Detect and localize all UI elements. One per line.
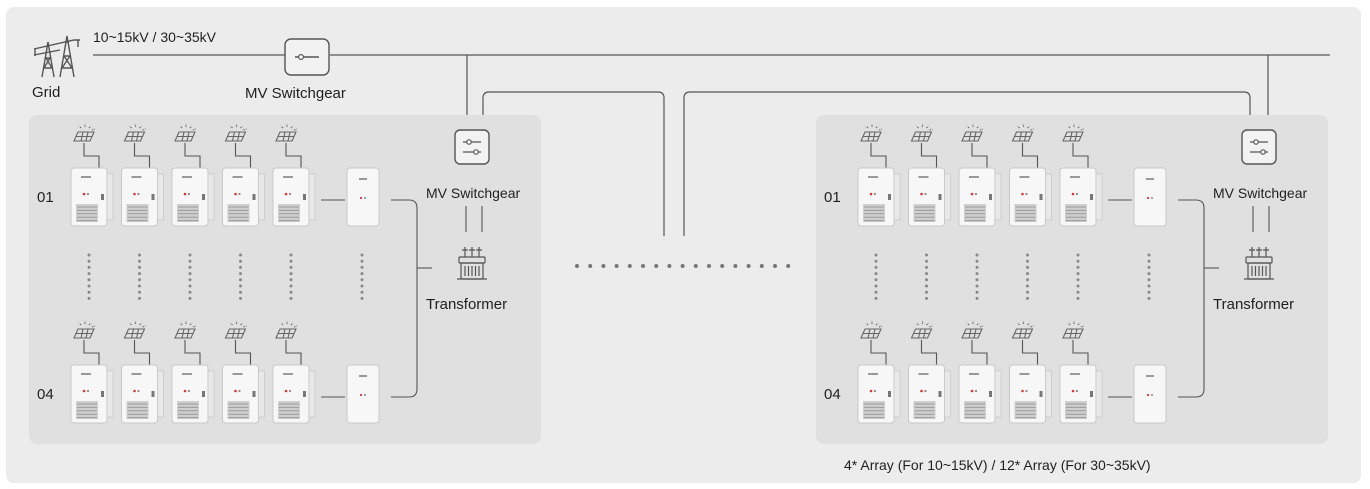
inverter-cabinet: [1059, 167, 1103, 227]
combiner-box: [1133, 364, 1167, 424]
solar-panel-icon: [123, 321, 146, 339]
inverter-cabinet: [171, 364, 215, 424]
inverter-cabinet: [272, 167, 316, 227]
row-label: 04: [824, 386, 841, 403]
transformer-icon: [457, 247, 487, 280]
combiner-box: [346, 167, 380, 227]
solar-panel-icon: [73, 124, 96, 142]
solar-panel-icon: [123, 124, 146, 142]
transformer-icon: [1244, 247, 1274, 280]
solar-panel-icon: [1062, 124, 1085, 142]
array-switchgear-label: MV Switchgear: [426, 185, 520, 201]
combiner-box: [1133, 167, 1167, 227]
solar-panel-icon: [860, 124, 883, 142]
transmission-tower-icon: [33, 35, 80, 78]
array-switchgear-label: MV Switchgear: [1213, 185, 1307, 201]
grid-label: Grid: [32, 84, 60, 101]
switchgear-icon: [1241, 129, 1277, 165]
footer-note: 4* Array (For 10~15kV) / 12* Array (For …: [844, 457, 1151, 473]
solar-panel-icon: [961, 124, 984, 142]
inverter-cabinet: [908, 364, 951, 424]
row-label: 01: [37, 189, 54, 206]
inverter-cabinet: [1009, 364, 1052, 424]
inverter-cabinet: [222, 364, 265, 424]
solar-panel-icon: [275, 321, 298, 339]
inverter-cabinet: [272, 364, 316, 424]
solar-panel-icon: [275, 124, 298, 142]
grid-voltage-label: 10~15kV / 30~35kV: [93, 29, 217, 45]
solar-panel-icon: [860, 321, 883, 339]
inverter-cabinet: [1009, 167, 1052, 227]
inverter-cabinet: [958, 167, 1002, 227]
inverter-cabinet: [121, 364, 164, 424]
row-label: 04: [37, 386, 54, 403]
combiner-box: [346, 364, 380, 424]
transformer-label: Transformer: [1213, 296, 1294, 313]
solar-panel-icon: [910, 124, 933, 142]
solar-panel-icon: [961, 321, 984, 339]
solar-panel-icon: [910, 321, 933, 339]
row-label: 01: [824, 189, 841, 206]
main-switchgear: [284, 38, 330, 76]
solar-panel-icon: [224, 321, 247, 339]
array-repeat-dots: [575, 264, 791, 268]
inverter-cabinet: [171, 167, 215, 227]
main-switchgear-label: MV Switchgear: [245, 85, 346, 102]
solar-panel-icon: [224, 124, 247, 142]
inverter-cabinet: [908, 167, 951, 227]
inverter-cabinet: [121, 167, 164, 227]
solar-panel-icon: [1062, 321, 1085, 339]
inverter-cabinet: [1059, 364, 1103, 424]
inverter-cabinet: [222, 167, 265, 227]
solar-panel-icon: [1011, 124, 1034, 142]
solar-panel-icon: [73, 321, 96, 339]
inverter-cabinet: [70, 364, 114, 424]
solar-panel-icon: [1011, 321, 1034, 339]
switchgear-icon: [454, 129, 490, 165]
inverter-cabinet: [70, 167, 114, 227]
transformer-label: Transformer: [426, 296, 507, 313]
inverter-cabinet: [958, 364, 1002, 424]
solar-panel-icon: [174, 124, 197, 142]
inverter-cabinet: [857, 364, 901, 424]
inverter-cabinet: [857, 167, 901, 227]
solar-panel-icon: [174, 321, 197, 339]
